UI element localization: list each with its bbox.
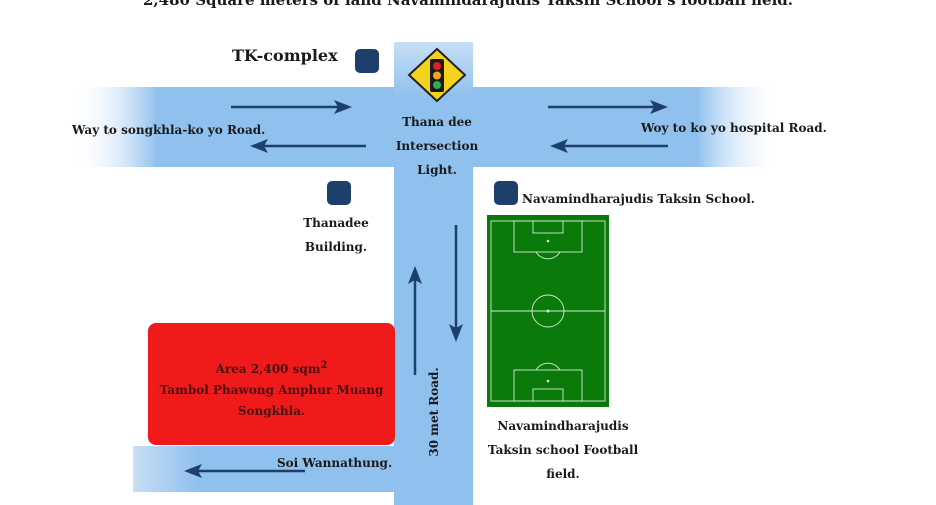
- map-title: 2,480 Square meters of land Navamindaraj…: [143, 0, 793, 9]
- soi-wannathung-label: Soi Wannathung.: [277, 456, 393, 470]
- thanadee-label-line2: Building.: [304, 240, 368, 254]
- plot-area-line: Area 2,400 sqm2: [148, 355, 395, 380]
- plot-area-unit-superscript: 2: [320, 360, 328, 371]
- thirty-meter-road-label: 30 met Road.: [427, 367, 441, 457]
- arrow-up-road: [408, 266, 422, 375]
- intersection-label: Thana dee Intersection Light.: [386, 110, 488, 182]
- intersection-label-line1: Thana dee: [402, 115, 472, 129]
- plot-province-line: Songkhla.: [237, 404, 306, 418]
- field-label-line3: field.: [546, 467, 580, 481]
- land-plot-text: Area 2,400 sqm2 Tambol Phawong Amphur Mu…: [148, 355, 395, 422]
- arrow-down-road: [449, 225, 463, 342]
- field-label-line2: Taksin school Football: [487, 443, 639, 457]
- soi-wannathung-road: [133, 446, 395, 492]
- way-right-label: Woy to ko yo hospital Road.: [641, 121, 827, 135]
- plot-location-line: Tambol Phawong Amphur Muang: [159, 383, 384, 397]
- thanadee-building-label: Thanadee Building.: [296, 211, 376, 259]
- arrow-left-bottom-left: [250, 139, 366, 153]
- thanadee-building-marker-icon: [327, 181, 351, 205]
- way-left-label: Way to songkhla-ko yo Road.: [72, 123, 266, 137]
- football-field-label: Navamindharajudis Taksin school Football…: [472, 414, 654, 486]
- traffic-light-icon: [407, 47, 467, 103]
- school-label: Navamindharajudis Taksin School.: [522, 192, 755, 206]
- intersection-label-line3: Light.: [417, 163, 457, 177]
- school-marker-icon: [494, 181, 518, 205]
- tk-complex-label: TK-complex: [232, 46, 338, 65]
- intersection-label-line2: Intersection: [395, 139, 479, 153]
- land-plot: Area 2,400 sqm2 Tambol Phawong Amphur Mu…: [148, 323, 395, 445]
- thirty-meter-road: [394, 42, 473, 505]
- football-field: [487, 215, 609, 407]
- arrow-right-top-right: [548, 100, 668, 114]
- plot-area-text: Area 2,400 sqm: [215, 362, 321, 376]
- arrow-right-top-left: [231, 100, 352, 114]
- thanadee-label-line1: Thanadee: [303, 216, 369, 230]
- arrow-left-soi: [184, 464, 305, 478]
- arrow-left-bottom-right: [550, 139, 668, 153]
- field-label-line1: Navamindharajudis: [497, 419, 629, 433]
- tk-complex-marker-icon: [355, 49, 379, 73]
